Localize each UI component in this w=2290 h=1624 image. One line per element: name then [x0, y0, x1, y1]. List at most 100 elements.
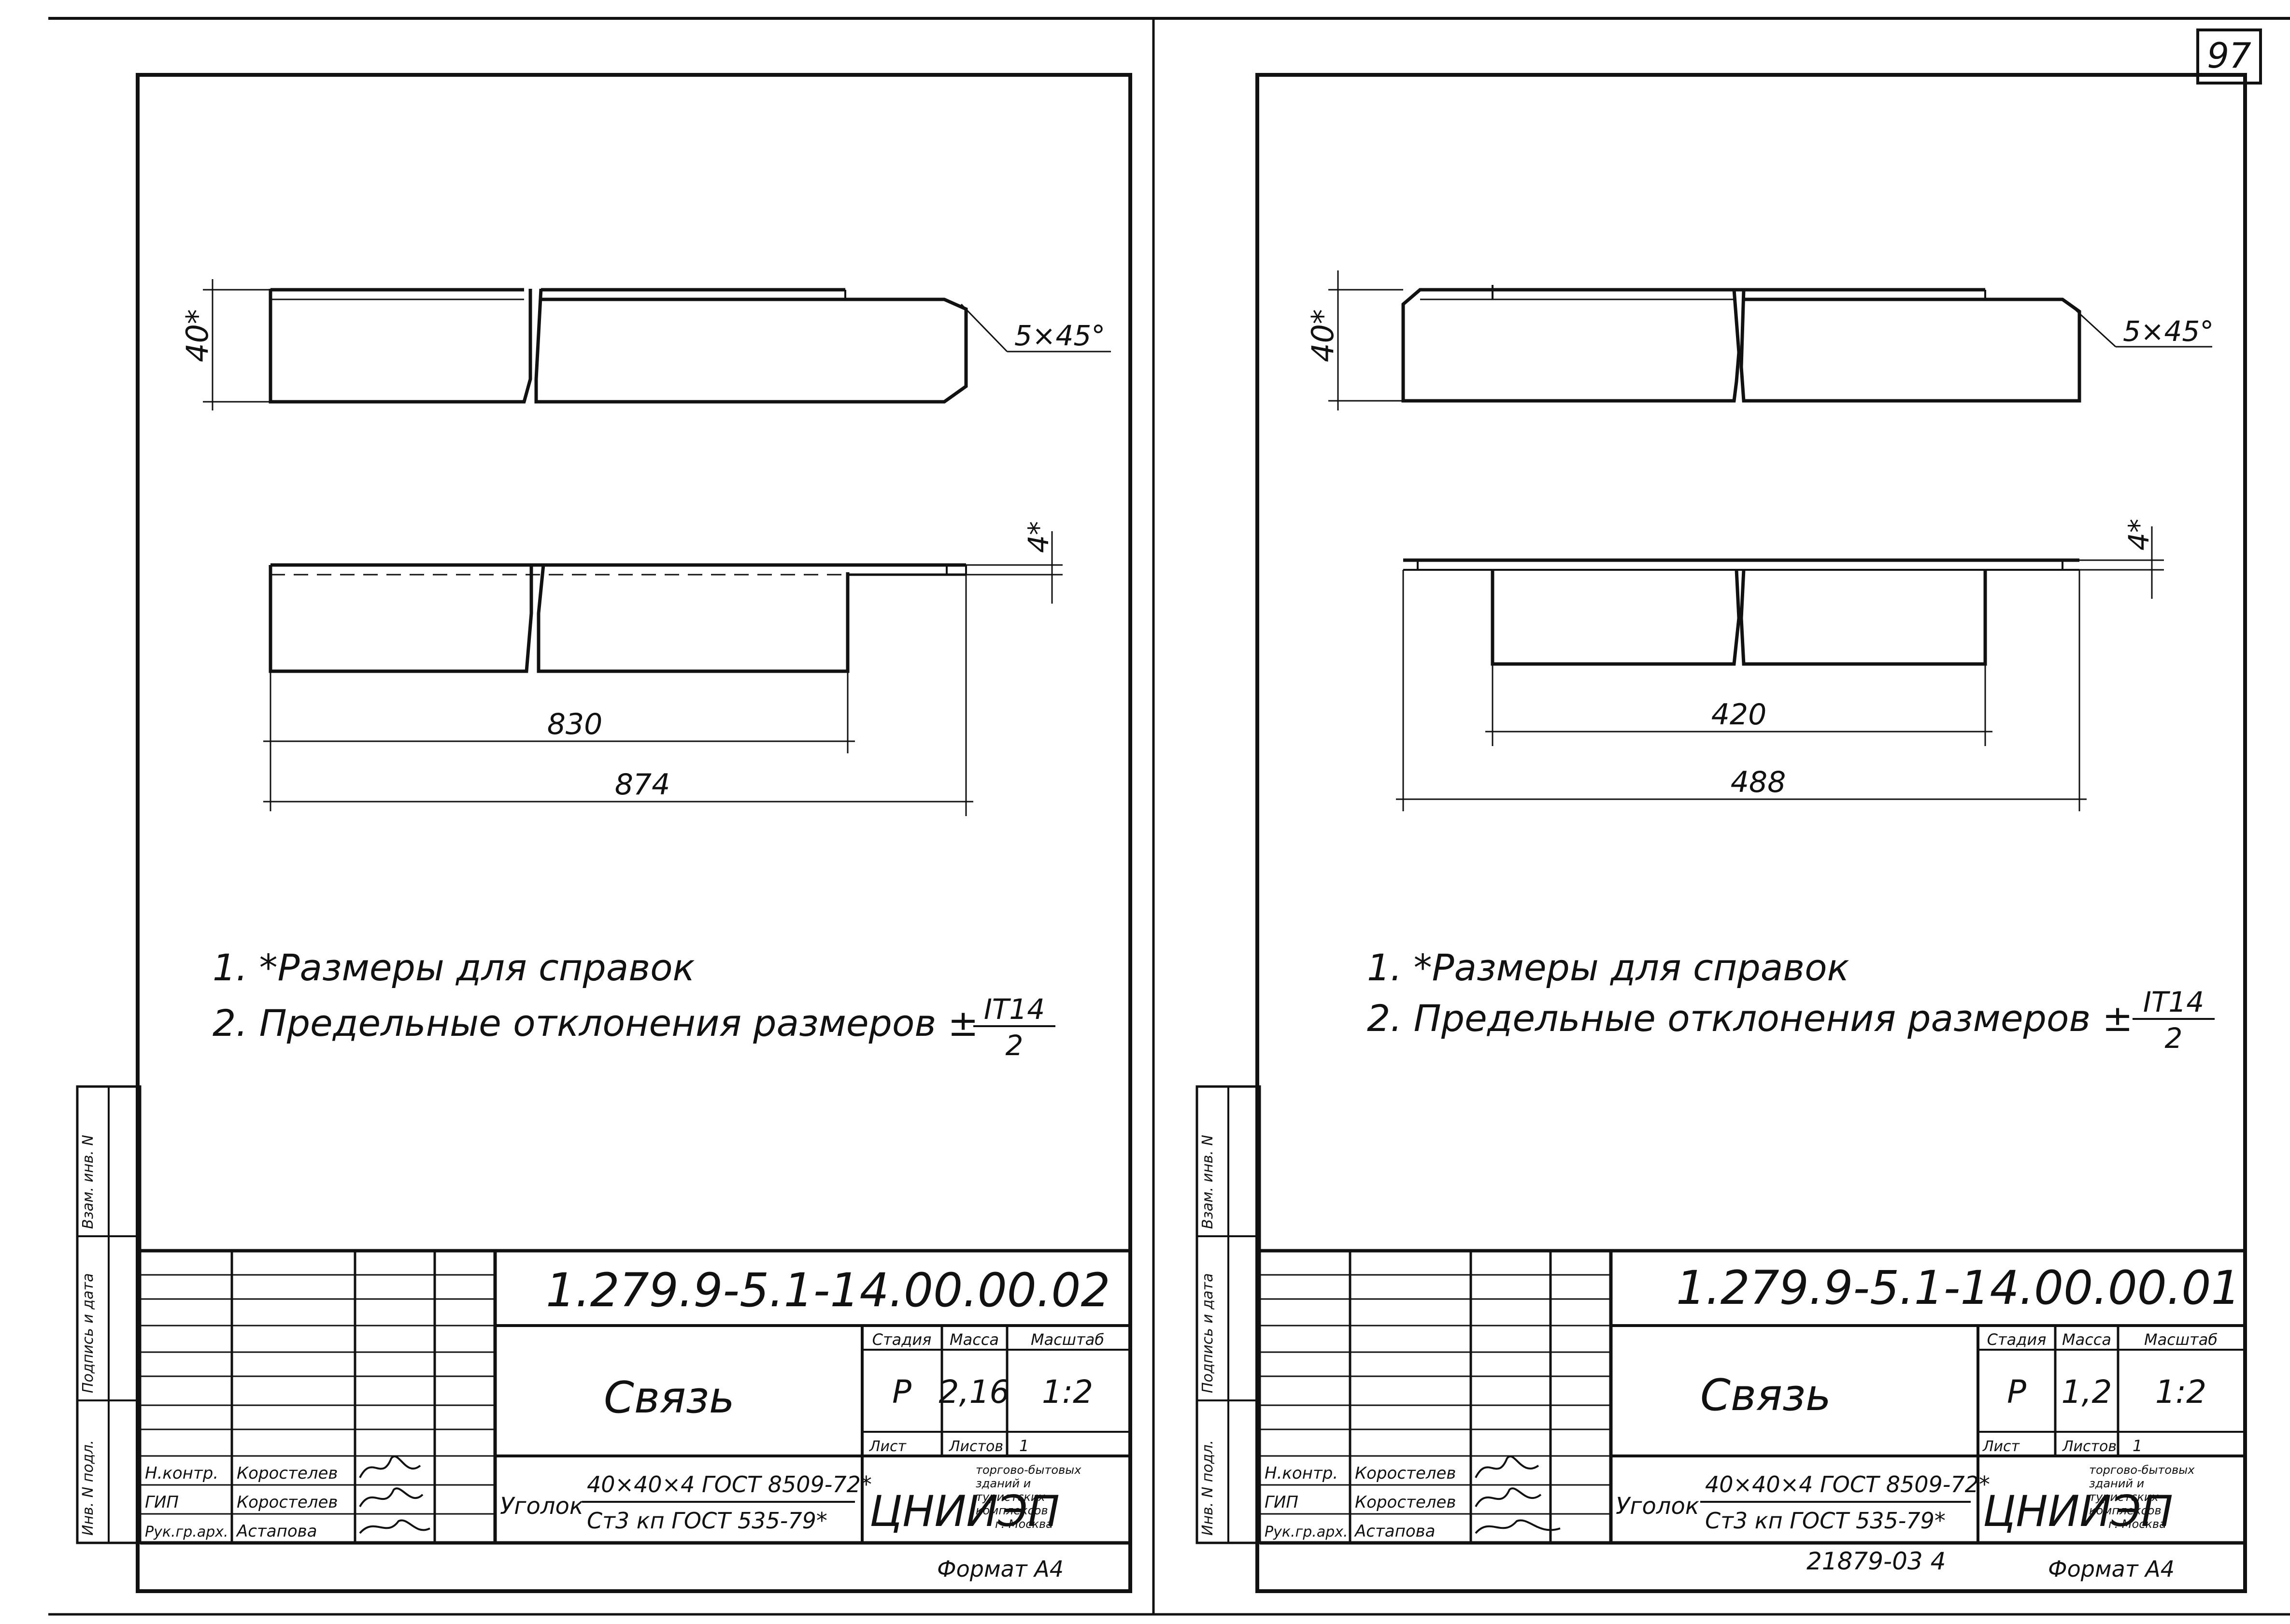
scale-header: Масштаб: [1031, 1330, 1104, 1349]
title-block: Н.контр. ГИП Рук.гр.арх. Коростелев Коро…: [140, 1249, 1130, 1545]
signature-1: [1475, 1455, 1539, 1478]
tolerance-numerator: IT14: [2143, 986, 2204, 1018]
material-profile: 40×40×4 ГОСТ 8509-72*: [1705, 1471, 1990, 1497]
stage-value: Р: [892, 1373, 911, 1411]
sheet-label: Лист: [1982, 1438, 2020, 1455]
org-line-5: г. Москва: [995, 1517, 1053, 1531]
scale-value: 1:2: [1042, 1373, 1093, 1411]
note-reference-sizes: 1. *Размеры для справок: [1367, 946, 1849, 989]
org-logo: ЦНИИЭП: [869, 1486, 1060, 1536]
role-gip: ГИП: [145, 1493, 179, 1512]
mass-value: 1,2: [2062, 1373, 2112, 1411]
inner-length-dimension: 420: [1711, 698, 1767, 732]
org-line-1: торгово-бытовых: [976, 1463, 1081, 1477]
document-number: 1.279.9-5.1-14.00.00.02: [546, 1263, 1110, 1317]
org-line-2: зданий и: [2089, 1477, 2144, 1490]
drawing-title: Связь: [604, 1372, 735, 1423]
sheets-count: 1: [1019, 1437, 1029, 1455]
signature-1: [359, 1455, 421, 1478]
format-label: Формат А4: [2048, 1556, 2175, 1582]
name-n-kontr: Коростелев: [237, 1464, 338, 1483]
material-prefix: Уголок: [500, 1493, 583, 1520]
stage-value: Р: [2007, 1373, 2026, 1411]
org-line-3: туристских: [2089, 1490, 2159, 1504]
role-n-kontr: Н.контр.: [145, 1464, 218, 1483]
scale-header: Масштаб: [2144, 1330, 2218, 1349]
title-block: Н.контр. ГИП Рук.гр.арх. Коростелев Коро…: [1260, 1249, 2245, 1545]
role-ruk-gr-arh: Рук.гр.арх.: [1265, 1524, 1348, 1540]
side-label-signature-date: Подпись и дата: [1199, 1273, 1216, 1394]
side-label-vzam-inv: Взам. инв. N: [1199, 1135, 1216, 1229]
org-line-1: торгово-бытовых: [2089, 1463, 2195, 1477]
org-line-5: г. Москва: [2108, 1517, 2166, 1531]
name-ruk-gr-arh: Астапова: [1354, 1522, 1436, 1541]
tolerance-denominator: 2: [2165, 1022, 2183, 1055]
page-number-box: [2196, 28, 2262, 85]
org-line-4: комплексов: [976, 1504, 1048, 1517]
height-dimension: 40*: [1305, 309, 1340, 362]
material-steel: Ст3 кп ГОСТ 535-79*: [1705, 1508, 1946, 1534]
tolerance-numerator: IT14: [984, 993, 1045, 1026]
page-number: 97: [2207, 35, 2251, 76]
name-ruk-gr-arh: Астапова: [236, 1522, 317, 1541]
note-reference-sizes: 1. *Размеры для справок: [213, 946, 695, 989]
org-line-3: туристских: [976, 1490, 1045, 1504]
side-label-signature-date: Подпись и дата: [80, 1273, 97, 1394]
format-label: Формат А4: [937, 1556, 1064, 1582]
side-view-profile: 4* 830 874: [263, 521, 1063, 816]
note-tolerances: 2. Предельные отклонения размеров ±: [1367, 997, 2133, 1040]
stamp-code: 21879-03 4: [1806, 1547, 1946, 1575]
name-n-kontr: Коростелев: [1355, 1464, 1456, 1483]
side-view-profile: 4* 420 488: [1396, 519, 2164, 811]
height-dimension: 40*: [180, 309, 215, 362]
chamfer-label: 5×45°: [1014, 319, 1105, 352]
material-prefix: Уголок: [1616, 1493, 1699, 1520]
role-n-kontr: Н.контр.: [1265, 1464, 1338, 1483]
sheet-frame: [1255, 73, 2247, 1593]
mass-header: Масса: [2062, 1330, 2111, 1349]
side-stamp-block: Инв. N подл. Подпись и дата Взам. инв. N: [76, 1085, 142, 1544]
material-steel: Ст3 кп ГОСТ 535-79*: [587, 1508, 827, 1534]
thickness-dimension: 4*: [1022, 521, 1055, 553]
sheet-label: Лист: [869, 1438, 907, 1455]
stage-header: Стадия: [872, 1330, 932, 1349]
name-gip: Коростелев: [237, 1493, 338, 1512]
side-stamp-block: Инв. N подл. Подпись и дата Взам. инв. N: [1195, 1085, 1261, 1544]
drawing-title: Связь: [1700, 1370, 1831, 1421]
signature-2: [1475, 1487, 1542, 1507]
top-view-profile: 5×45° 40*: [180, 279, 1111, 410]
side-label-inv-podl: Инв. N подл.: [1199, 1440, 1216, 1536]
role-ruk-gr-arh: Рук.гр.арх.: [145, 1524, 228, 1540]
mass-value: 2,16: [939, 1373, 1010, 1411]
chamfer-label: 5×45°: [2123, 315, 2214, 348]
org-logo: ЦНИИЭП: [1983, 1486, 2173, 1536]
mass-header: Масса: [950, 1330, 999, 1349]
signature-3: [359, 1519, 430, 1534]
side-label-vzam-inv: Взам. инв. N: [80, 1135, 97, 1229]
name-gip: Коростелев: [1355, 1493, 1456, 1512]
note-tolerances: 2. Предельные отклонения размеров ±: [213, 1002, 979, 1045]
signature-2: [359, 1487, 424, 1507]
sheet-frame: [136, 73, 1132, 1593]
sheets-label: Листов: [2062, 1438, 2117, 1455]
org-line-2: зданий и: [976, 1477, 1031, 1490]
org-line-4: комплексов: [2089, 1504, 2162, 1517]
overall-length-dimension: 488: [1731, 765, 1786, 799]
drawing-sheet-left: Инв. N подл. Подпись и дата Взам. инв. N…: [76, 73, 1132, 1593]
top-view-profile: 5×45° 40*: [1305, 270, 2214, 410]
inner-length-dimension: 830: [547, 707, 603, 741]
scale-value: 1:2: [2155, 1373, 2206, 1411]
sheets-count: 1: [2133, 1437, 2142, 1455]
document-number: 1.279.9-5.1-14.00.00.01: [1676, 1261, 2241, 1315]
side-label-inv-podl: Инв. N подл.: [80, 1440, 97, 1536]
signature-3: [1475, 1519, 1561, 1534]
tolerance-denominator: 2: [1006, 1029, 1024, 1062]
thickness-dimension: 4*: [2122, 519, 2155, 551]
stage-header: Стадия: [1987, 1330, 2047, 1349]
overall-length-dimension: 874: [615, 768, 670, 802]
material-profile: 40×40×4 ГОСТ 8509-72*: [587, 1471, 872, 1497]
sheets-label: Листов: [949, 1438, 1003, 1455]
drawing-sheet-right: Инв. N подл. Подпись и дата Взам. инв. N…: [1195, 73, 2247, 1593]
role-gip: ГИП: [1265, 1493, 1298, 1512]
